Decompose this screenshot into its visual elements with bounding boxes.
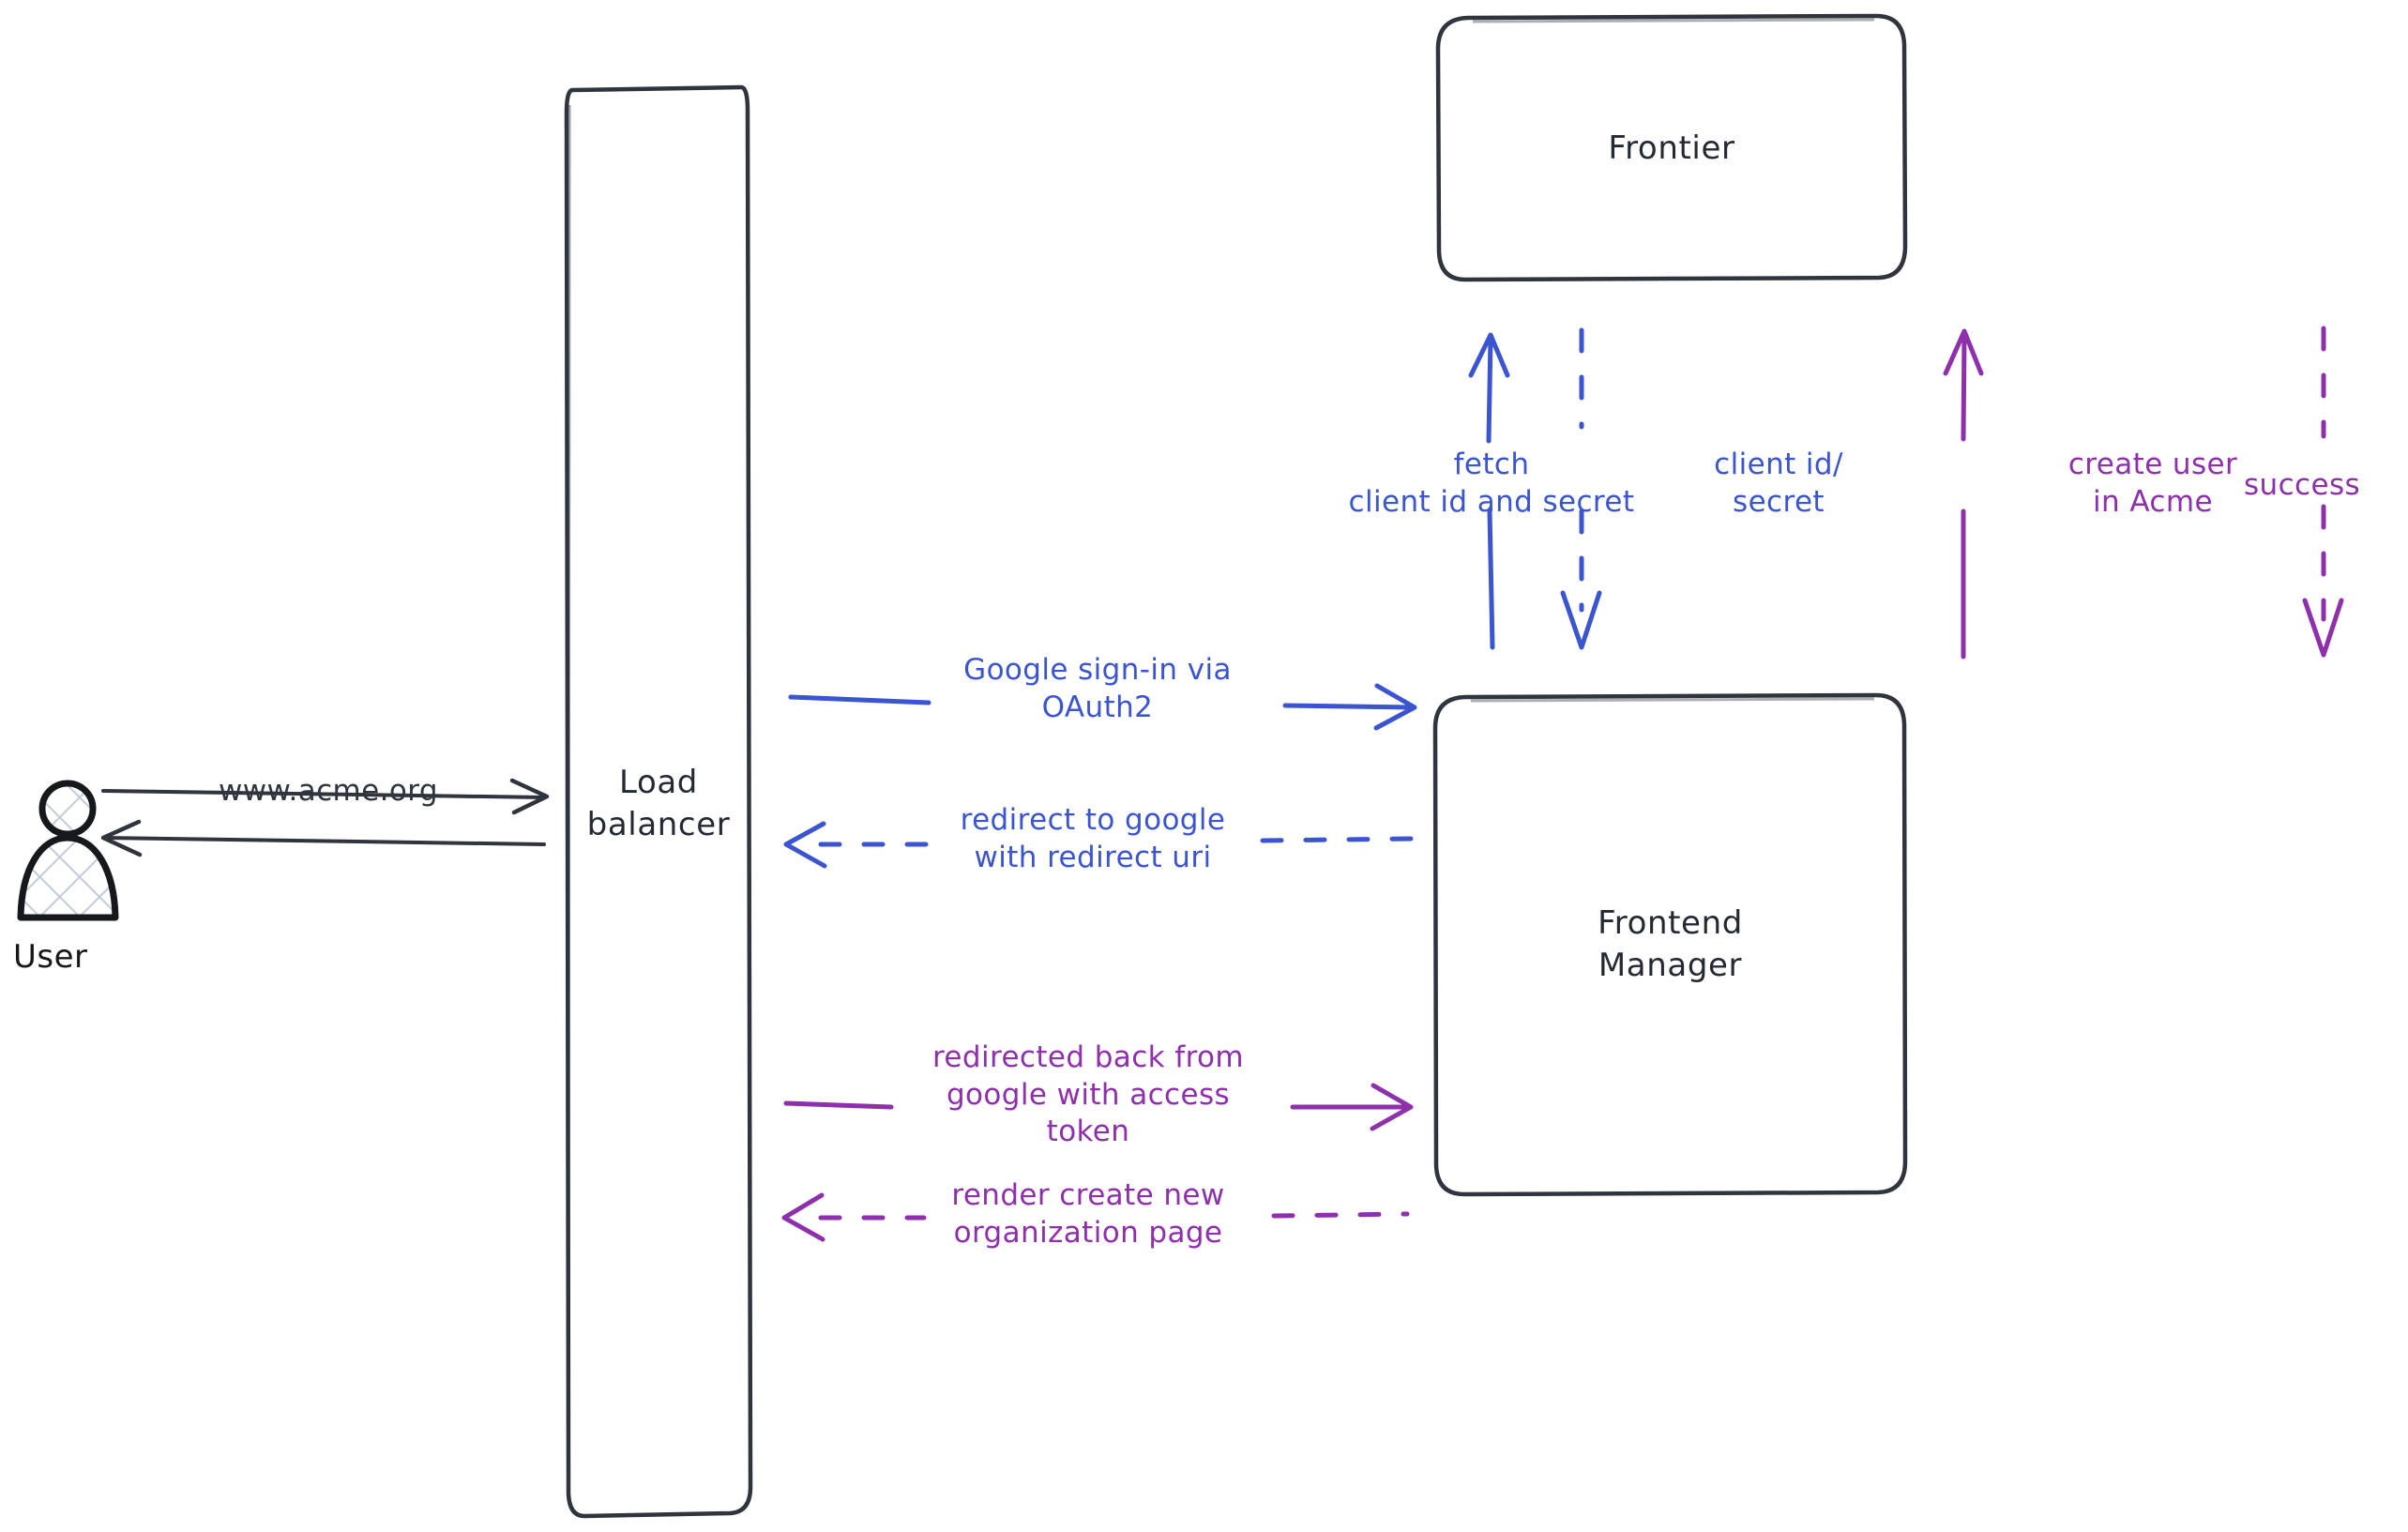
edge-label-create-user-in-acme: create user in Acme	[2067, 447, 2238, 519]
edge-lb-to-user	[100, 819, 546, 857]
edge-label-redirect-to-google: redirect to google with redirect uri	[960, 803, 1226, 874]
edge-user-to-lb	[101, 778, 550, 815]
edge-label-redirected-back: redirected back from google with access …	[931, 1040, 1245, 1149]
edge-label-fetch-client-id-secret: fetch client id and secret	[1348, 447, 1635, 519]
user-actor-icon	[17, 780, 119, 921]
frontend-manager-node[interactable]	[1432, 692, 1908, 1197]
frontier-node[interactable]	[1435, 13, 1908, 282]
edge-label-google-signin: Google sign-in via OAuth2	[963, 653, 1232, 724]
user-actor-label: User	[13, 938, 88, 976]
edge-fm-to-lb-render	[781, 1192, 1410, 1242]
edge-label-www-acme-org: www.acme.org	[219, 774, 438, 808]
edge-label-client-id-secret: client id/ secret	[1714, 447, 1843, 519]
edge-label-success: success	[2244, 468, 2361, 502]
edge-fm-to-frontier-fetch	[1468, 332, 1510, 650]
edge-lb-to-fm-token	[783, 1083, 1414, 1131]
edge-fm-to-frontier-create	[1943, 328, 1984, 660]
load-balancer-node[interactable]	[564, 84, 753, 1519]
edge-frontier-to-fm-creds	[1560, 327, 1602, 650]
edge-fm-to-lb-redirect	[783, 821, 1415, 869]
edge-frontier-to-fm-success	[2302, 326, 2344, 658]
edge-lb-to-fm-signin	[788, 683, 1417, 731]
edge-label-render-create-org: render create new organization page	[951, 1178, 1225, 1250]
